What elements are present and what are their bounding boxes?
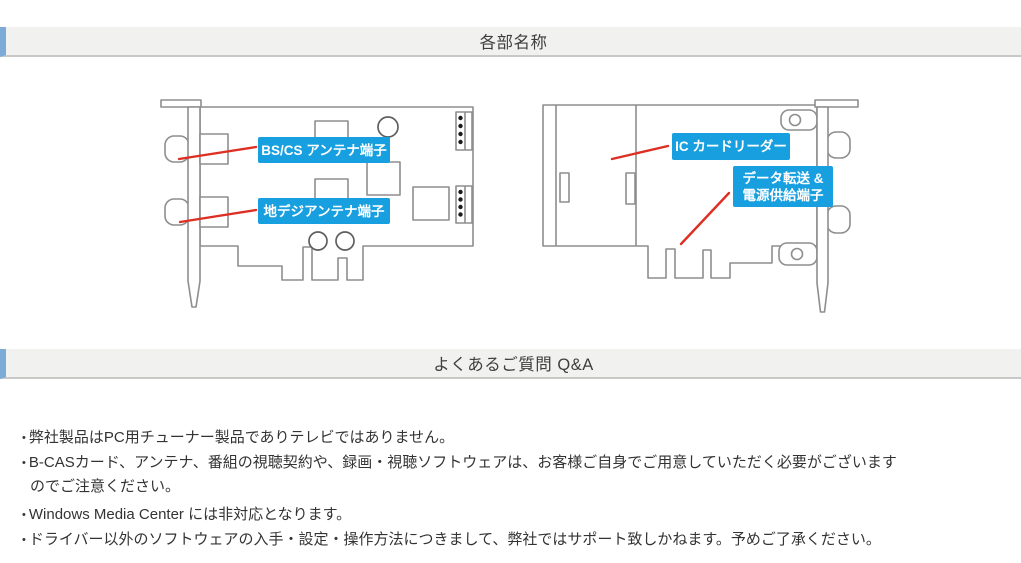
bscs-callout-line — [177, 145, 258, 161]
data-label-box — [733, 166, 833, 207]
front-via-right — [335, 231, 355, 251]
faq-item-2: •B-CASカード、アンテナ、番組の視聴契約や、録画・視聴ソフトウェアは、お客様… — [22, 451, 1007, 499]
tuner-card-diagram: BS/CS アンテナ端子 地デジアンテナ端子 — [160, 99, 859, 313]
faq-item-1: •弊社製品はPC用チューナー製品でありテレビではありません。 — [22, 426, 1007, 450]
ic-label-box — [672, 133, 790, 160]
bullet-icon: • — [22, 457, 26, 469]
bscs-label-box — [258, 137, 390, 163]
bullet-icon: • — [22, 534, 26, 546]
ic-callout-line — [610, 144, 670, 161]
data-label-text-line2: 電源供給端子 — [743, 187, 824, 203]
bullet-icon: • — [22, 432, 26, 444]
callout-ic-card-reader: IC カードリーダー — [610, 133, 790, 161]
ic-label-text: IC カードリーダー — [675, 138, 787, 154]
ic-reader-slot-left — [559, 172, 570, 203]
faq-item-3-line-1: •Windows Media Center には非対応となります。 — [22, 506, 352, 523]
ic-reader-slot-right — [625, 172, 636, 205]
parts-section-title: 各部名称 — [479, 34, 548, 52]
data-label-text-line1: データ転送 & — [743, 170, 824, 186]
front-bracket-flange — [160, 99, 202, 108]
front-bracket-strip — [187, 106, 201, 308]
faq-section-title: よくあるご質問 Q&A — [433, 356, 594, 374]
faq-item-4-line-1: •ドライバー以外のソフトウェアの入手・設定・操作方法につきまして、弊社ではサポー… — [22, 531, 881, 548]
back-bracket-strip — [816, 106, 829, 313]
callout-data-power-terminal: データ転送 & 電源供給端子 — [679, 166, 833, 246]
back-coax-barrel-bottom — [826, 205, 851, 234]
chideji-label-text: 地デジアンテナ端子 — [264, 203, 385, 219]
section-header-faq: よくあるご質問 Q&A — [0, 349, 1021, 379]
front-connector-body-bottom — [199, 196, 229, 228]
front-chip-2 — [412, 186, 450, 221]
faq-item-3: •Windows Media Center には非対応となります。 — [22, 503, 1007, 527]
section-header-parts: 各部名称 — [0, 27, 1021, 57]
front-mount-hole-top — [377, 116, 399, 138]
back-coax-barrel-top — [826, 131, 851, 159]
front-connector-body-top — [199, 133, 229, 165]
back-bracket-flange — [814, 99, 859, 108]
faq-item-2-line-1: •B-CASカード、アンテナ、番組の視聴契約や、録画・視聴ソフトウェアは、お客様… — [22, 454, 897, 471]
chideji-label-box — [258, 198, 390, 224]
callout-chideji-antenna: 地デジアンテナ端子 — [178, 198, 390, 224]
callout-bscs-antenna: BS/CS アンテナ端子 — [177, 137, 390, 163]
back-screw-tab-bottom — [778, 242, 818, 266]
bullet-icon: • — [22, 509, 26, 521]
chideji-callout-line — [178, 208, 258, 224]
front-pin-header-bottom — [455, 185, 473, 224]
faq-item-4: •ドライバー以外のソフトウェアの入手・設定・操作方法につきまして、弊社ではサポー… — [22, 528, 1007, 552]
bscs-label-text: BS/CS アンテナ端子 — [261, 142, 387, 158]
back-screw-tab-top — [780, 109, 818, 131]
front-pin-header-top — [455, 111, 473, 151]
data-callout-line — [679, 191, 731, 246]
faq-item-2-line-2: のでご注意ください。 — [30, 478, 181, 495]
front-chip-1 — [366, 161, 401, 196]
front-via-left — [308, 231, 328, 251]
faq-item-1-line-1: •弊社製品はPC用チューナー製品でありテレビではありません。 — [22, 429, 455, 446]
